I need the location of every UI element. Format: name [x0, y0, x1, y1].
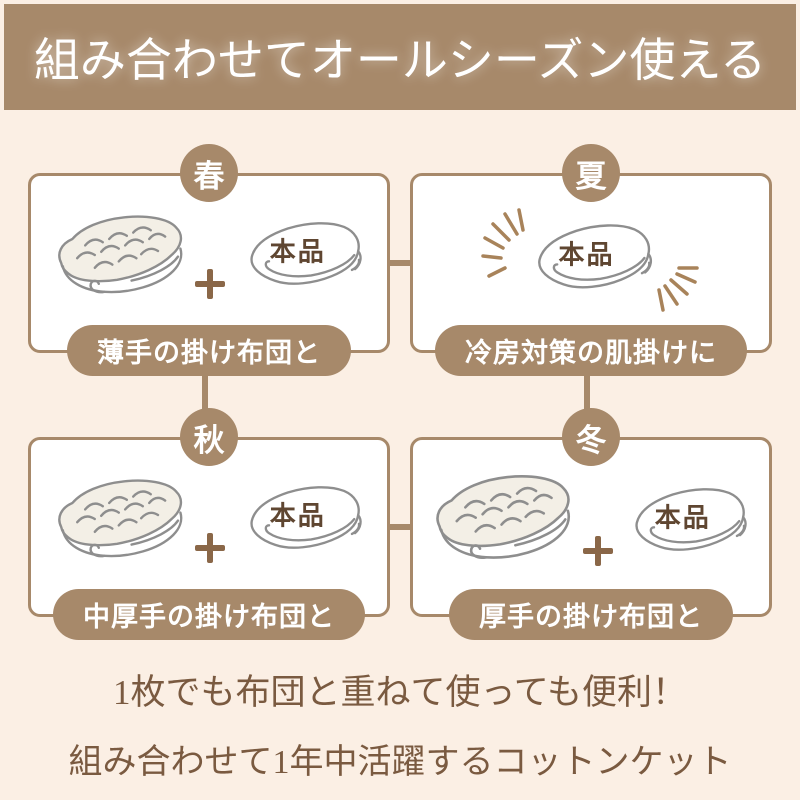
plus-icon — [195, 533, 225, 563]
caption-pill-autumn: 中厚手の掛け布団と — [53, 589, 365, 640]
connector-summer-winter — [584, 370, 590, 410]
folded-blanket-icon — [635, 488, 747, 551]
season-badge-spring: 春 — [180, 144, 238, 202]
plus-icon — [583, 536, 613, 566]
caption-pill-summer: 冷房対策の肌掛けに — [435, 325, 747, 376]
sparkle-lines-left-icon — [481, 208, 525, 278]
caption-label: 薄手の掛け布団と — [97, 338, 321, 368]
folded-blanket-icon — [538, 224, 653, 289]
season-badge-autumn: 秋 — [180, 408, 238, 466]
product-blanket-illustration: 本品 — [233, 216, 377, 302]
product-label: 本品 — [269, 500, 326, 531]
product-blanket-illustration: 本品 — [519, 218, 669, 306]
connector-spring-autumn — [202, 370, 208, 410]
connector-spring-summer — [382, 260, 418, 266]
footer-text: 1枚でも布団と重ねて使っても便利！ 組み合わせて1年中活躍するコットンケット — [0, 664, 800, 783]
footer-line-1: 1枚でも布団と重ねて使っても便利！ — [112, 673, 687, 712]
folded-blanket-icon — [250, 486, 362, 549]
season-label: 春 — [193, 158, 225, 194]
season-badge-winter: 冬 — [562, 408, 620, 466]
product-blanket-illustration: 本品 — [233, 480, 377, 566]
season-label: 夏 — [575, 158, 607, 194]
folded-blanket-icon — [250, 222, 362, 285]
season-badge-summer: 夏 — [562, 144, 620, 202]
footer-line-2: 組み合わせて1年中活躍するコットンケット — [68, 744, 732, 781]
season-label: 冬 — [575, 422, 607, 458]
sparkle-lines-right-icon — [657, 266, 699, 312]
connector-autumn-winter — [382, 524, 418, 530]
header-banner: 組み合わせてオールシーズン使える — [4, 4, 796, 110]
panel-spring: 春 本品 薄手の掛け布団と — [28, 144, 390, 376]
season-label: 秋 — [193, 422, 225, 458]
caption-label: 冷房対策の肌掛けに — [465, 338, 717, 368]
product-label: 本品 — [654, 502, 711, 533]
caption-label: 厚手の掛け布団と — [479, 602, 703, 632]
header-title: 組み合わせてオールシーズン使える — [33, 35, 767, 86]
product-blanket-illustration: 本品 — [618, 482, 762, 568]
panel-winter: 冬 本品 厚手の掛け布団と — [410, 408, 772, 640]
caption-label: 中厚手の掛け布団と — [83, 602, 335, 632]
futon-illustration — [58, 215, 183, 294]
caption-pill-winter: 厚手の掛け布団と — [449, 589, 733, 640]
product-label: 本品 — [558, 239, 615, 270]
panel-summer: 夏 本品 冷房対策の肌掛けに — [410, 144, 772, 376]
caption-pill-spring: 薄手の掛け布団と — [67, 325, 351, 376]
plus-icon — [195, 269, 225, 299]
panel-autumn: 秋 本品 中厚手の掛け布団と — [28, 408, 390, 640]
futon-illustration — [436, 475, 571, 559]
product-label: 本品 — [269, 236, 326, 267]
futon-illustration — [58, 479, 183, 558]
